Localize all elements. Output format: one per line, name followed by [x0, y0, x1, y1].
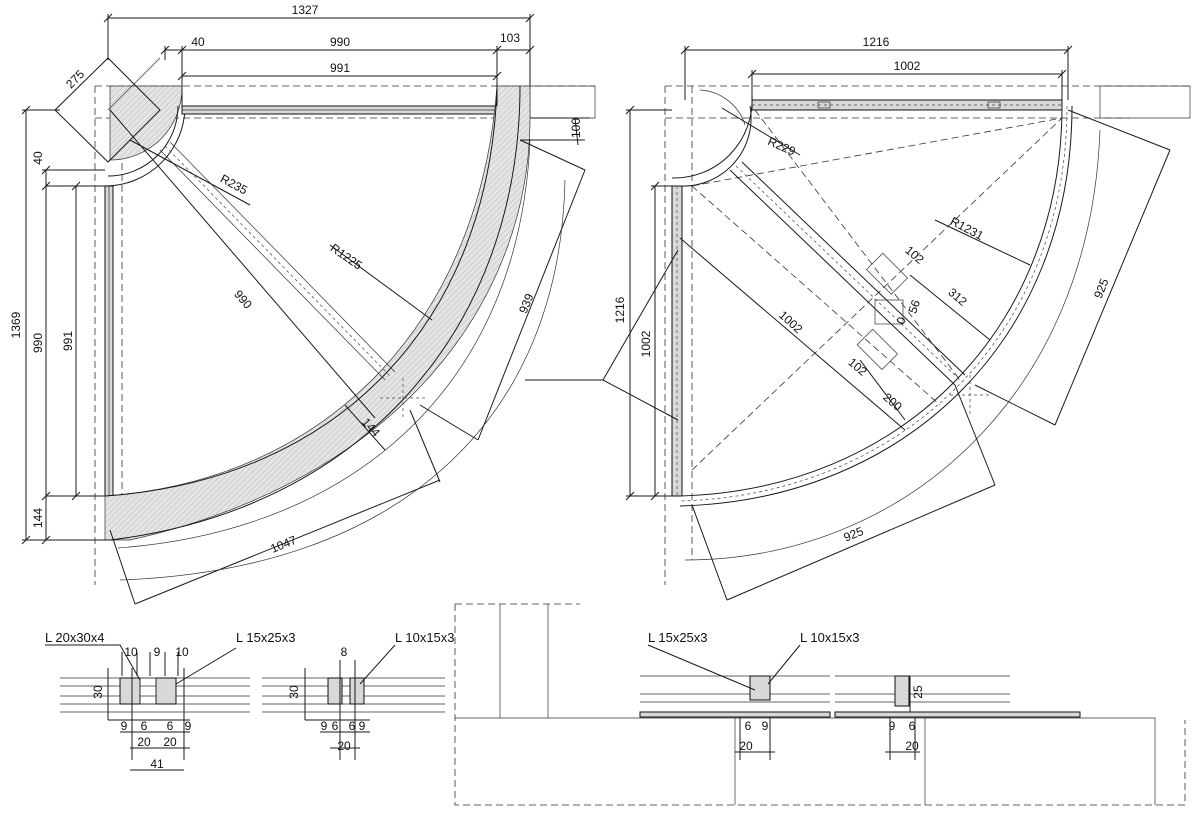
s3-dim-6: 6 [745, 719, 752, 733]
section3-angle [749, 675, 771, 701]
dim-275: 275 [63, 67, 87, 91]
label-l15x25x3-b: L 15x25x3 [648, 630, 708, 645]
s1-dim-10b: 10 [175, 645, 189, 659]
s3-dim-9: 9 [762, 719, 769, 733]
dim-312: 312 [945, 285, 970, 309]
right-plan-view: 1216 1002 R229 R1231 102 56 0 312 102 20… [525, 35, 1191, 601]
s2-dim-6a: 6 [332, 719, 339, 733]
label-l10x15x3-b: L 10x15x3 [800, 630, 860, 645]
s2-dim-9b: 9 [359, 719, 366, 733]
dim-939: 939 [516, 291, 537, 315]
dim-1002-top: 1002 [894, 59, 921, 73]
label-l15x25x3-a: L 15x25x3 [236, 630, 296, 645]
dim-40-left: 40 [31, 151, 45, 165]
s2-dim-20: 20 [337, 739, 351, 753]
left-arc-hatch [104, 85, 531, 541]
dim-40-top: 40 [191, 35, 205, 49]
dim-991-top: 991 [330, 61, 350, 75]
s4-dim-9: 9 [889, 719, 896, 733]
label-l20x30x4: L 20x30x4 [45, 630, 105, 645]
dim-1047: 1047 [268, 533, 298, 556]
radius-1225: R1225 [328, 241, 365, 273]
section4-angle [894, 675, 910, 707]
right-side-profile [671, 185, 683, 497]
dim-1002-left: 1002 [639, 330, 653, 357]
radius-229: R229 [766, 134, 798, 159]
s1-dim-10a: 10 [124, 645, 138, 659]
dim-56: 56 [905, 298, 923, 316]
s1-dim-20b: 20 [163, 735, 177, 749]
dim-200: 200 [880, 390, 905, 414]
section1-angle-right [155, 677, 177, 705]
s1-dim-6a: 6 [141, 719, 148, 733]
label-l10x15x3-a: L 10x15x3 [395, 630, 455, 645]
s2-dim-30: 30 [287, 685, 301, 699]
dim-102-upper: 102 [902, 243, 927, 267]
s4-dim-20: 20 [905, 739, 919, 753]
section1-angle-left [119, 677, 141, 705]
s3-dim-20: 20 [739, 739, 753, 753]
dim-991-left: 991 [61, 331, 75, 351]
section4-plate [834, 711, 1081, 718]
s1-dim-30: 30 [91, 685, 105, 699]
s2-dim-8: 8 [341, 645, 348, 659]
dim-990-left: 990 [31, 333, 45, 353]
dim-102-lower: 102 [845, 355, 870, 379]
section2-angle-right [349, 677, 365, 705]
s2-dim-6b: 6 [349, 719, 356, 733]
dim-144-left: 144 [31, 508, 45, 528]
s1-dim-9: 9 [154, 645, 161, 659]
radius-235: R235 [218, 172, 250, 198]
s1-dim-9b: 9 [185, 719, 192, 733]
right-top-profile [751, 99, 1063, 111]
dim-1369: 1369 [9, 311, 23, 338]
section2-angle-left [327, 677, 343, 705]
s2-dim-9a: 9 [321, 719, 328, 733]
section3-plate [639, 711, 831, 718]
s1-dim-6b: 6 [167, 719, 174, 733]
dim-103: 103 [500, 31, 520, 45]
dim-990-top: 990 [330, 35, 350, 49]
section-details: L 20x30x4 L 15x25x3 10 9 10 30 9 6 6 9 2… [45, 603, 1186, 806]
dim-1216-top: 1216 [863, 35, 890, 49]
dim-990-diagonal: 990 [231, 287, 255, 312]
s4-dim-6: 6 [909, 719, 916, 733]
dim-1327: 1327 [292, 3, 319, 17]
s1-dim-41: 41 [150, 757, 164, 771]
dim-925-bottom: 925 [842, 524, 866, 545]
s4-dim-25: 25 [911, 685, 925, 699]
left-plan-view: 1327 40 990 103 991 275 100 40 1369 990 … [9, 3, 596, 605]
s1-dim-20a: 20 [137, 735, 151, 749]
radius-1231: R1231 [948, 214, 986, 243]
s1-dim-9a: 9 [121, 719, 128, 733]
dim-1216-left: 1216 [613, 296, 627, 323]
dim-0: 0 [894, 315, 910, 326]
dim-100: 100 [569, 118, 583, 138]
